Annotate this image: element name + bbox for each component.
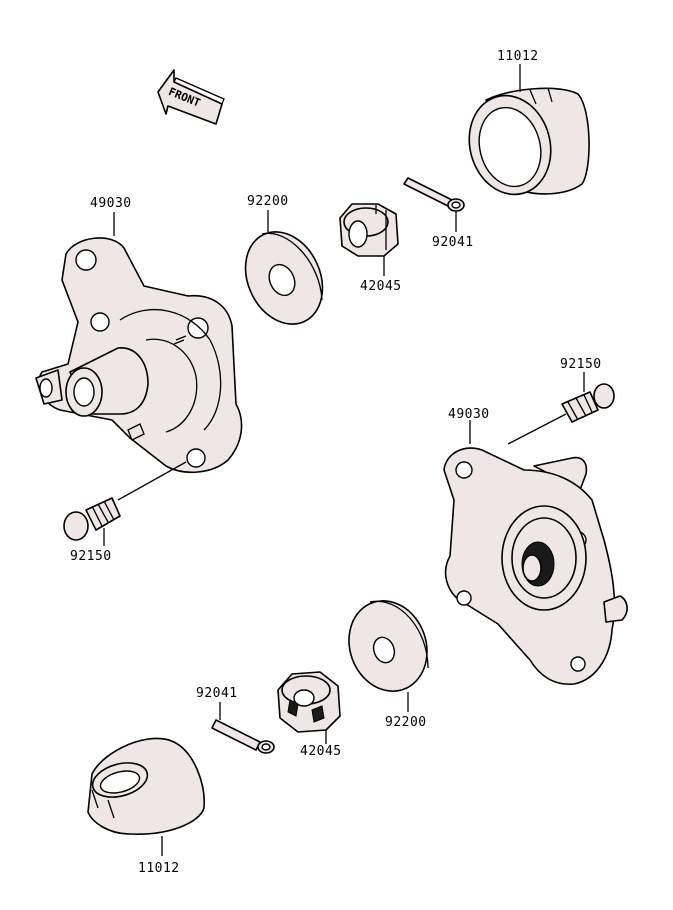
- label-pin-top: 92041: [432, 235, 474, 250]
- label-pin-bottom: 92041: [196, 686, 238, 701]
- hub-49030-left: [35, 237, 243, 474]
- label-cap-top: 11012: [497, 49, 539, 64]
- cotter-pin-92041-bottom: [211, 719, 275, 754]
- label-washer-bottom: 92200: [385, 715, 427, 730]
- label-hub-right: 49030: [448, 407, 490, 422]
- label-nut-top: 42045: [360, 279, 402, 294]
- cap-11012-bottom: [87, 737, 205, 835]
- label-washer-top: 92200: [247, 194, 289, 209]
- washer-92200-top: [244, 231, 324, 325]
- cotter-pin-92041-top: [403, 177, 465, 212]
- front-arrow-icon: FRONT: [157, 69, 225, 125]
- bolt-92150-right: [507, 383, 615, 445]
- label-bolt-left: 92150: [70, 549, 112, 564]
- washer-92200-bottom: [348, 600, 429, 692]
- label-hub-left: 49030: [90, 196, 132, 211]
- hub-49030-right: [443, 447, 628, 685]
- label-bolt-right: 92150: [560, 357, 602, 372]
- label-nut-bottom: 42045: [300, 744, 342, 759]
- bolt-92150-left: [63, 461, 187, 541]
- label-cap-bottom: 11012: [138, 861, 180, 876]
- castle-nut-42045-bottom: [277, 671, 341, 733]
- cap-11012-top: [468, 87, 590, 196]
- castle-nut-42045-top: [339, 203, 399, 257]
